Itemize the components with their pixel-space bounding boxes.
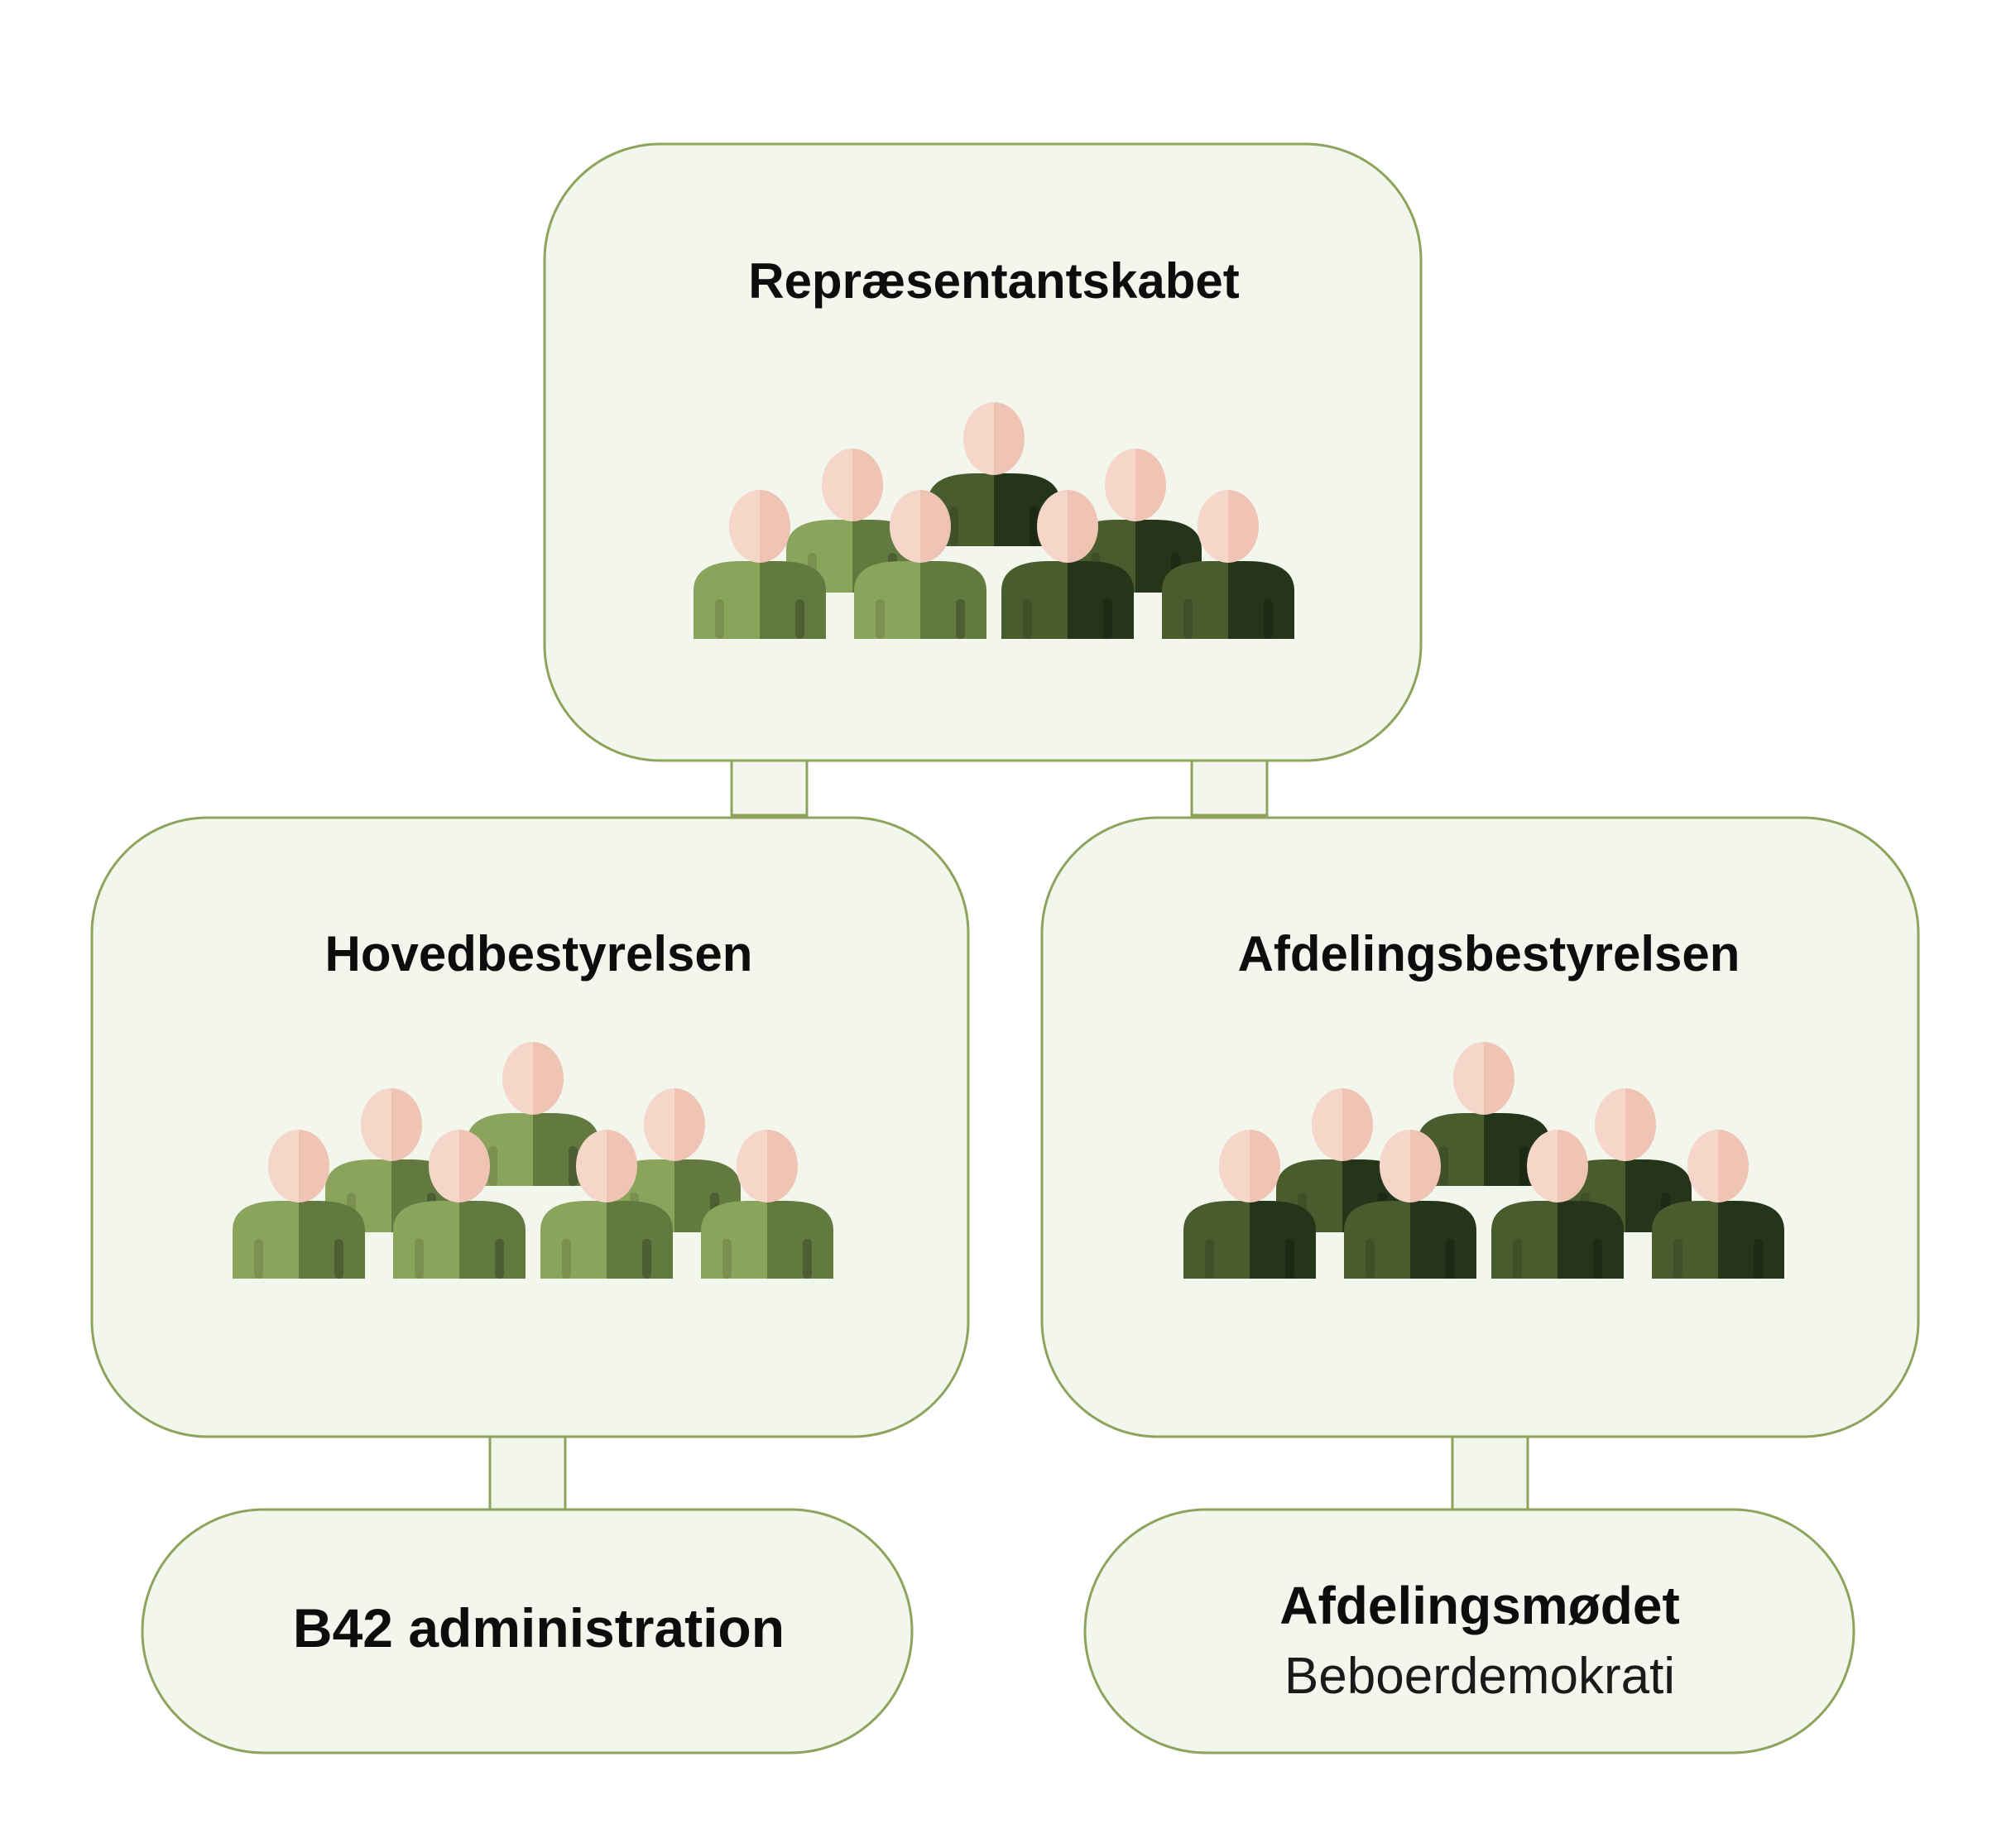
node-b42-administration: B42 administration <box>141 1508 914 1754</box>
person-icon <box>1162 490 1294 639</box>
connector-top-to-middle <box>730 757 1269 817</box>
person-icon <box>694 490 826 639</box>
node-box <box>1083 1508 1855 1754</box>
node-title: Hovedbestyrelsen <box>325 926 753 982</box>
person-icon <box>1652 1130 1784 1279</box>
person-icon <box>1183 1130 1316 1279</box>
person-icon <box>1344 1130 1476 1279</box>
person-icon <box>233 1130 365 1279</box>
person-icon <box>393 1130 526 1279</box>
people-group-icon <box>1183 1042 1784 1279</box>
person-icon <box>701 1130 833 1279</box>
person-icon <box>854 490 986 639</box>
node-box <box>141 1508 914 1754</box>
node-title: Afdelingsbestyrelsen <box>1238 926 1740 982</box>
person-icon <box>1001 490 1134 639</box>
node-subtitle: Beboerdemokrati <box>1284 1648 1675 1705</box>
people-group-icon <box>233 1042 833 1279</box>
node-afdelingsmodet: Afdelingsmødet Beboerdemokrati <box>1083 1508 1855 1754</box>
node-reprasentantskabet: Repræsentantskabet <box>543 142 1423 762</box>
node-title: Afdelingsmødet <box>1279 1576 1680 1635</box>
connector-hovedbestyrelsen-to-b42 <box>488 1435 567 1513</box>
node-hovedbestyrelsen: Hovedbestyrelsen <box>90 816 970 1438</box>
node-title: Repræsentantskabet <box>748 253 1240 309</box>
person-icon <box>1491 1130 1624 1279</box>
node-afdelingsbestyrelsen: Afdelingsbestyrelsen <box>1040 816 1920 1438</box>
connector-afdelingsbestyrelsen-to-afdelingsmodet <box>1451 1435 1529 1513</box>
people-group-icon <box>694 402 1294 639</box>
person-icon <box>540 1130 673 1279</box>
node-title: B42 administration <box>293 1597 785 1658</box>
